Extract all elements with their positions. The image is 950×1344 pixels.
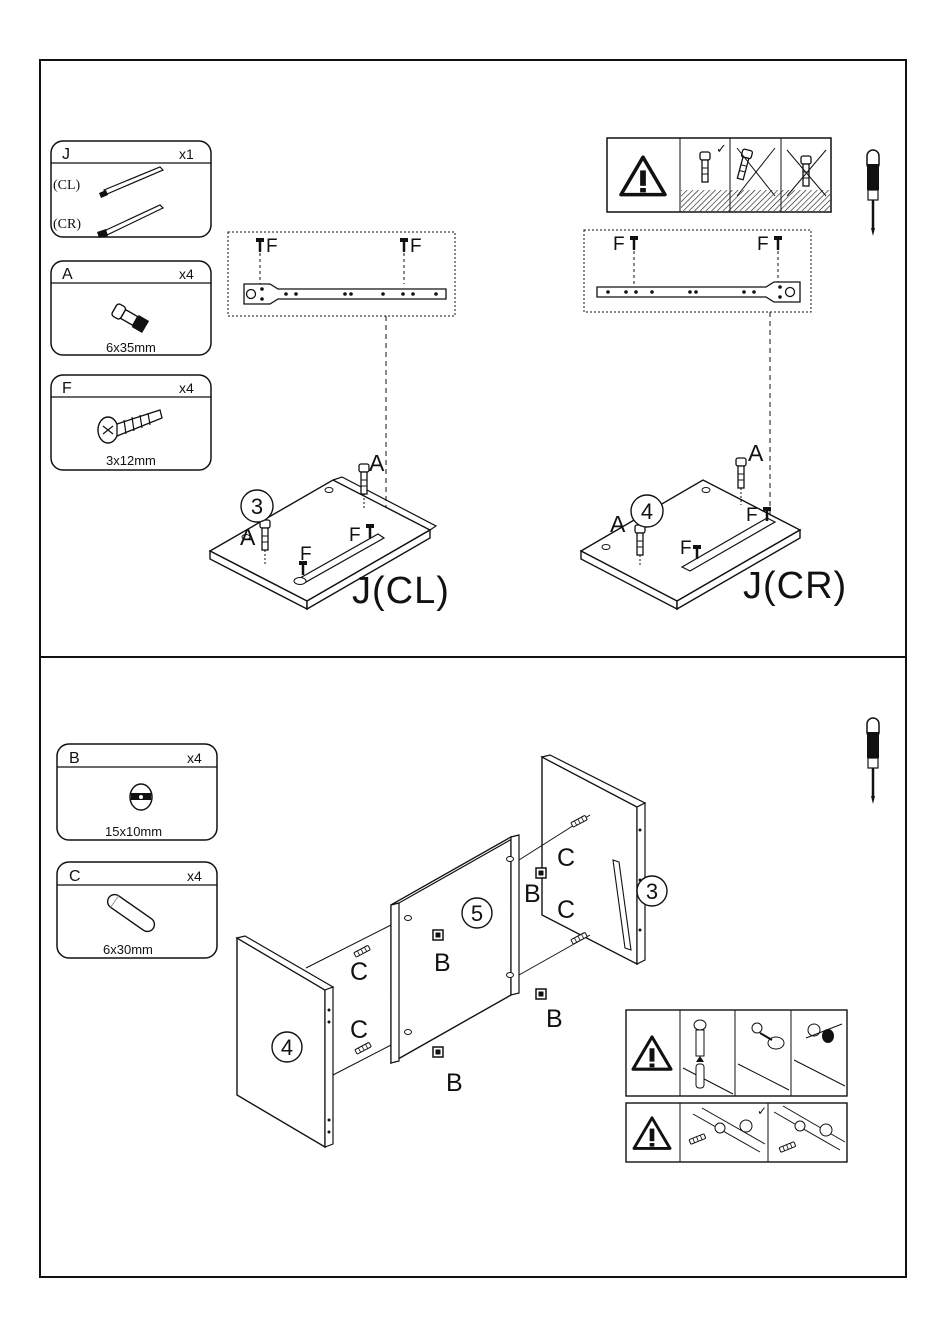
panel-5-step2: 5: [391, 835, 519, 1063]
rail-label-J-CL: J(CL): [352, 570, 450, 612]
panel-3-step1: 3 A A F F J(CL): [210, 450, 450, 612]
part-A-size: 6x35mm: [106, 340, 156, 355]
dowel-label-3: C: [557, 844, 575, 872]
dowel-label-4: C: [557, 896, 575, 924]
panel-number-4-step1: 4: [641, 499, 653, 524]
part-C-size: 6x30mm: [103, 942, 153, 957]
rail-detail-left: F F: [228, 232, 455, 316]
part-box-F: F x4 3x12mm: [51, 375, 211, 470]
part-box-C: C x4 6x30mm: [57, 862, 217, 958]
part-J-letter: J: [62, 146, 70, 163]
cam-lock-icon: [130, 784, 152, 810]
warning-panel-step2-top: [626, 1010, 847, 1096]
part-F-size: 3x12mm: [106, 453, 156, 468]
cam-lock-label-3: B: [524, 880, 541, 908]
screw-label-right-1: F: [613, 234, 625, 255]
cam-lock-label-2: B: [446, 1069, 463, 1097]
rail-label-J-CR: J(CR): [743, 565, 847, 607]
dowel-label-2: C: [350, 1016, 368, 1044]
screwdriver-icon: [867, 150, 879, 236]
cam-bolt-label-left-1: A: [369, 450, 385, 476]
panel-number-5: 5: [471, 901, 483, 926]
part-C-qty: x4: [187, 868, 202, 884]
part-box-B: B x4 15x10mm: [57, 744, 217, 840]
part-B-qty: x4: [187, 750, 202, 766]
screw-label-panel4-1: F: [746, 505, 758, 526]
cam-lock-label-1: B: [434, 949, 451, 977]
part-B-size: 15x10mm: [105, 824, 162, 839]
part-F-qty: x4: [179, 380, 194, 396]
panel-number-4-step2: 4: [281, 1035, 293, 1060]
part-J-variant-right: (CR): [53, 217, 81, 232]
svg-text:✓: ✓: [757, 1104, 767, 1118]
svg-text:✓: ✓: [716, 141, 727, 156]
part-A-letter: A: [62, 266, 73, 283]
part-C-letter: C: [69, 868, 81, 885]
cam-bolt-label-right-2: A: [610, 511, 626, 537]
screw-label-right-2: F: [757, 234, 769, 255]
panel-number-3-step1: 3: [251, 494, 263, 519]
cam-bolt-label-left-2: A: [240, 524, 256, 550]
screw-label-panel4-2: F: [680, 538, 692, 559]
cam-bolt-label-right-1: A: [748, 440, 764, 466]
screw-label-panel3-1: F: [349, 525, 361, 546]
panel-number-3-step2: 3: [646, 879, 658, 904]
part-B-letter: B: [69, 750, 80, 767]
part-box-A: A x4 6x35mm: [51, 261, 211, 355]
dowel-label-1: C: [350, 958, 368, 986]
screw-label-left-1: F: [266, 236, 278, 257]
panel-4-step1: 4 A A F F J(CR): [581, 440, 847, 609]
warning-panel-step2-bottom: ✓: [626, 1103, 847, 1162]
warning-panel-step1: ✓: [607, 138, 831, 212]
rail-detail-right: F F: [584, 230, 811, 312]
part-F-letter: F: [62, 380, 72, 397]
part-J-qty: x1: [179, 146, 194, 162]
screw-label-panel3-2: F: [300, 544, 312, 565]
part-box-J: J x1 (CL) (CR): [51, 141, 211, 238]
screwdriver-icon-step2: [867, 718, 879, 804]
cam-lock-label-4: B: [546, 1005, 563, 1033]
screw-label-left-2: F: [410, 236, 422, 257]
part-A-qty: x4: [179, 266, 194, 282]
part-J-variant-left: (CL): [53, 178, 81, 193]
panel-4-step2: 4: [237, 936, 333, 1147]
